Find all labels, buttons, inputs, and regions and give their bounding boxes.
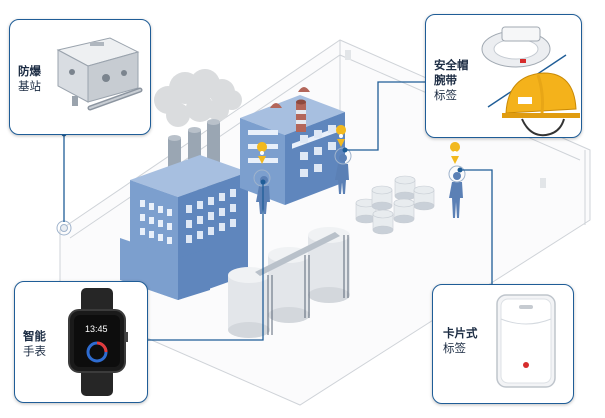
watch-time: 13:45 xyxy=(85,324,108,334)
wristband-icon xyxy=(481,26,551,68)
base-station-icon xyxy=(56,37,143,111)
card-tag-card: 卡片式 标签 xyxy=(432,284,574,404)
wall-window xyxy=(540,178,546,188)
wall-window xyxy=(345,50,351,60)
helmet-tag-line3: 标签 xyxy=(434,90,457,102)
factory-building-main xyxy=(120,119,248,300)
connector-dots xyxy=(61,131,463,185)
smartwatch-subtitle: 手表 xyxy=(23,346,46,358)
storage-tanks xyxy=(228,227,350,338)
card-tag-title: 卡片式 xyxy=(443,328,478,340)
card-tag-icon xyxy=(496,294,556,388)
location-pin-icon xyxy=(450,142,461,164)
smoke-cloud xyxy=(154,69,242,127)
base-station-card: 防爆 基站 xyxy=(9,19,151,135)
location-pin-icon xyxy=(336,125,347,147)
smartwatch-title: 智能 xyxy=(23,331,46,343)
helmet-tag-line1: 安全帽 xyxy=(434,60,469,72)
smartwatch-card: 智能 手表 13:45 xyxy=(14,281,148,403)
worker-icon xyxy=(449,172,463,218)
worker-icon xyxy=(335,154,349,194)
helmet-icon xyxy=(502,72,580,137)
smartwatch-icon: 13:45 xyxy=(68,288,128,396)
connector-lines xyxy=(63,81,493,341)
signal-ring xyxy=(56,147,466,236)
helmet-tag-line2: 腕带 xyxy=(434,75,457,87)
card-tag-subtitle: 标签 xyxy=(443,343,466,355)
helmet-wristband-tag-card: 安全帽 腕带 标签 xyxy=(425,14,582,138)
location-pin-icon xyxy=(257,142,268,164)
wall-beacon xyxy=(60,224,68,232)
base-station-title: 防爆 xyxy=(18,66,41,78)
cylinder-stack xyxy=(355,175,435,235)
base-station-subtitle: 基站 xyxy=(18,81,41,93)
